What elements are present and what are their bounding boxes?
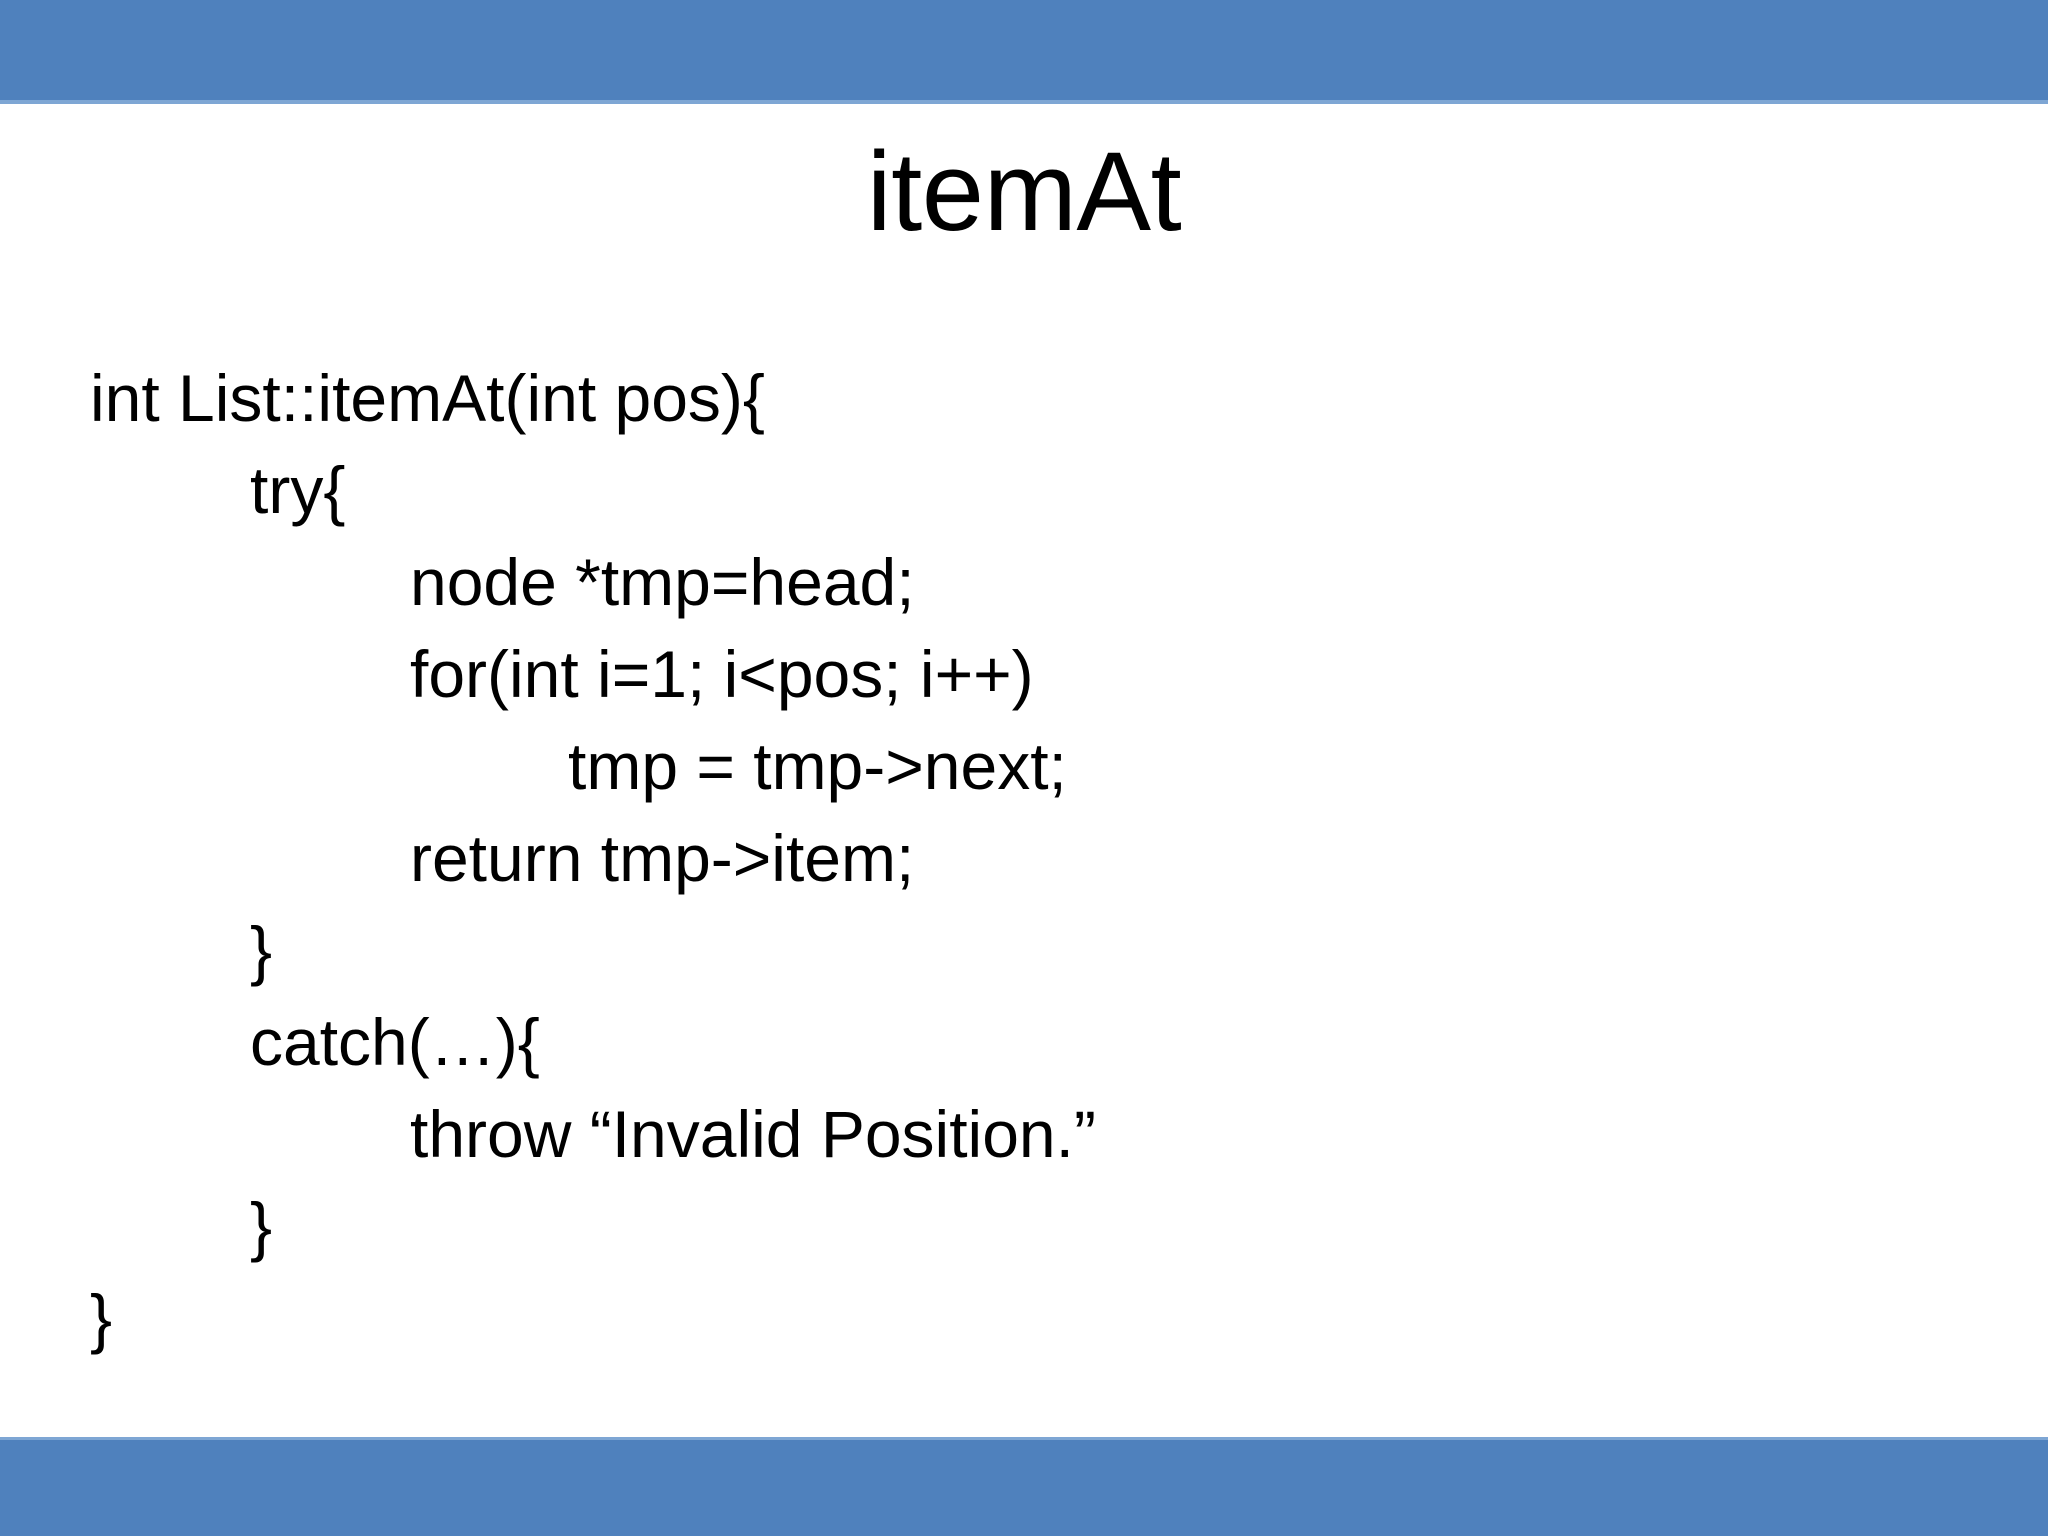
code-line: } xyxy=(250,913,273,987)
code-line: return tmp->item; xyxy=(410,821,915,895)
bottom-accent-band-edge xyxy=(0,1437,2048,1440)
code-line: for(int i=1; i<pos; i++) xyxy=(410,637,1034,711)
code-line: tmp = tmp->next; xyxy=(568,729,1067,803)
code-line: node *tmp=head; xyxy=(410,545,915,619)
code-line: try{ xyxy=(250,453,346,527)
code-line: } xyxy=(250,1189,273,1263)
code-block: int List::itemAt(int pos){ try{ node *tm… xyxy=(90,352,1990,1364)
code-line: throw “Invalid Position.” xyxy=(410,1097,1096,1171)
page-title: itemAt xyxy=(866,129,1182,254)
top-accent-band-edge xyxy=(0,100,2048,104)
code-line: int List::itemAt(int pos){ xyxy=(90,361,765,435)
bottom-accent-band xyxy=(0,1440,2048,1536)
code-line: } xyxy=(90,1281,113,1355)
code-line: catch(…){ xyxy=(250,1005,540,1079)
top-accent-band xyxy=(0,0,2048,100)
